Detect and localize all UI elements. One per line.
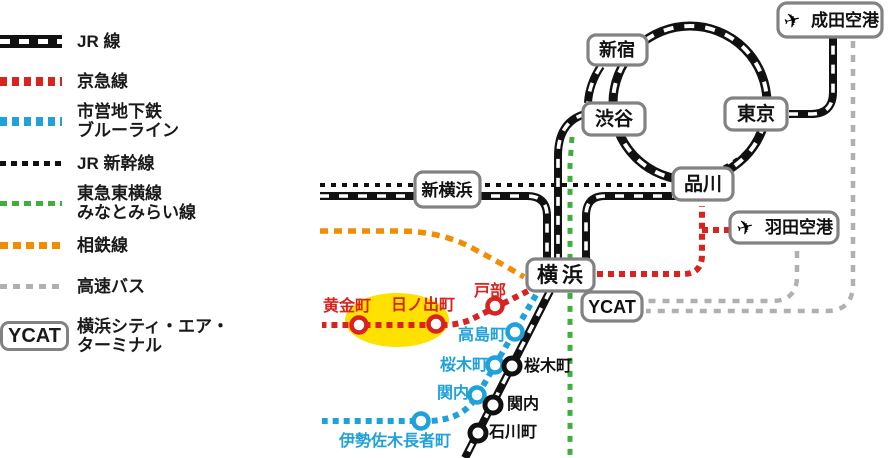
station-label-narita-airport: 成田空港 [811, 10, 880, 30]
jr-shibuya-yokohama-line [554, 110, 587, 263]
toyoko-minatomirai-line [567, 136, 575, 458]
station-label-sakuragicho-subway: 桜木町 [440, 355, 488, 374]
sotetsu-line [320, 228, 526, 280]
station-label-shin-yokohama: 新横浜 [422, 180, 473, 200]
legend-item-keikyu: 京急線 [0, 70, 128, 92]
legend-item-sotetsu: 相鉄線 [0, 234, 128, 256]
legend-item-bus: 高速バス [0, 275, 145, 297]
station-box-shinagawa: 品川 [671, 166, 735, 202]
jr-tokyo-narita-line [789, 36, 837, 118]
station-dot-kannai-jr [482, 394, 504, 416]
station-dot-takashimacho [505, 322, 525, 342]
legend-label-bus: 高速バス [77, 276, 145, 296]
station-label-haneda-airport: 羽田空港 [765, 217, 834, 237]
bus-line-narita [646, 41, 856, 314]
station-dot-hinodecho [426, 314, 446, 334]
jr-shinjuku-shibuya-arc [584, 63, 605, 104]
legend-item-jr: JR 線 [0, 30, 120, 52]
station-label-kannai-jr: 関内 [507, 394, 539, 413]
station-box-shibuya: 渋谷 [581, 101, 647, 137]
station-dot-kannai-subway [467, 385, 487, 405]
station-label-shibuya: 渋谷 [595, 107, 634, 130]
legend-label-ycat-line2: ターミナル [77, 336, 162, 355]
airplane-icon: ✈ [782, 8, 804, 34]
station-label-tobe: 戸部 [474, 281, 506, 300]
station-box-shinjuku: 新宿 [586, 33, 649, 67]
station-label-ycat: YCAT [588, 297, 636, 317]
ycat-badge: YCAT [0, 321, 69, 351]
station-box-yokohama: 横浜 [525, 257, 596, 293]
station-dot-ishikawacho [467, 422, 489, 444]
bus-line-haneda [646, 251, 800, 304]
legend-label-subway: 市営地下鉄 ブルーライン [77, 102, 179, 140]
legend-line-toyoko [0, 200, 62, 206]
station-box-shin-yokohama: 新横浜 [413, 170, 482, 209]
jr-shinagawa-yokohama-line [582, 192, 700, 263]
station-box-haneda-airport: ✈ 羽田空港 [728, 210, 840, 245]
station-label-kannai-subway: 関内 [437, 383, 469, 402]
legend-label-toyoko: 東急東横線 みなとみらい線 [77, 184, 196, 222]
legend-label-keikyu: 京急線 [77, 71, 128, 91]
legend-item-ycat: YCAT 横浜シティ・エア・ ターミナル [0, 315, 229, 357]
station-dot-isezakichojamachi [411, 411, 431, 431]
legend-label-subway-line1: 市営地下鉄 [77, 102, 162, 121]
legend-line-sotetsu [0, 241, 62, 249]
legend-line-bus [0, 283, 62, 289]
station-label-yokohama: 横浜 [537, 264, 587, 287]
legend-line-keikyu [0, 76, 62, 86]
legend-item-subway: 市営地下鉄 ブルーライン [0, 100, 179, 142]
legend-label-toyoko-line2: みなとみらい線 [77, 203, 196, 222]
legend-label-toyoko-line1: 東急東横線 [77, 184, 162, 203]
station-label-shinagawa: 品川 [684, 173, 722, 195]
station-box-tokyo: 東京 [723, 96, 789, 132]
legend-line-jr [0, 34, 62, 48]
airplane-icon: ✈ [735, 215, 757, 241]
legend-label-ycat: 横浜シティ・エア・ ターミナル [77, 317, 229, 355]
station-label-ishikawacho: 石川町 [488, 424, 537, 441]
legend-line-shinkansen [0, 160, 62, 166]
station-label-sakuragicho-jr: 桜木町 [524, 356, 572, 375]
station-box-narita-airport: ✈ 成田空港 [776, 1, 884, 39]
legend-item-toyoko: 東急東横線 みなとみらい線 [0, 182, 196, 224]
legend-label-ycat-line1: 横浜シティ・エア・ [77, 317, 229, 336]
legend-label-jr: JR 線 [77, 31, 121, 51]
station-box-ycat: YCAT [580, 290, 644, 323]
legend-line-subway [0, 116, 62, 126]
legend-label-shinkansen: JR 新幹線 [77, 153, 155, 173]
station-label-shinjuku: 新宿 [599, 39, 635, 60]
legend-label-subway-line2: ブルーライン [77, 121, 179, 140]
station-label-hinodecho: 日ノ出町 [391, 295, 455, 314]
station-dot-sakuragicho-subway [485, 355, 505, 375]
station-dot-sakuragicho-jr [501, 355, 523, 377]
station-label-takashimacho: 高島町 [458, 325, 506, 344]
station-dot-koganecho [349, 315, 369, 335]
legend-label-sotetsu: 相鉄線 [77, 235, 128, 255]
keikyu-line-yokohama-shinagawa [597, 206, 705, 277]
legend-item-shinkansen: JR 新幹線 [0, 152, 154, 174]
highlight-ellipse [345, 293, 449, 347]
station-label-koganecho: 黄金町 [323, 296, 371, 315]
jr-shinyokohama-yokohama-line [320, 192, 551, 263]
station-dot-tobe [485, 296, 505, 316]
station-label-isezakichojamachi: 伊勢佐木長者町 [338, 431, 451, 450]
station-label-tokyo: 東京 [737, 102, 775, 125]
legend: JR 線 京急線 市営地下鉄 ブルーライン JR 新幹線 東急東横線 みなとみら… [0, 0, 315, 458]
